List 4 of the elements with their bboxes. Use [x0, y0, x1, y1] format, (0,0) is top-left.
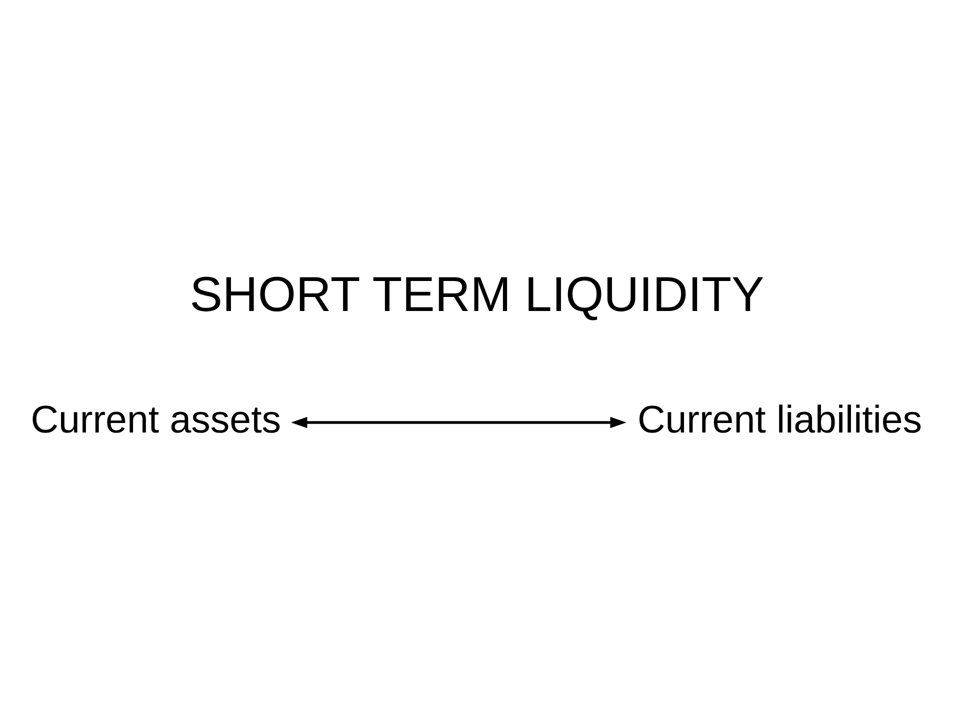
arrow	[291, 416, 626, 428]
node-text: Current liabilities	[637, 398, 922, 442]
node-text: Current assets	[30, 398, 282, 442]
diagram-title: SHORT TERM LIQUIDITY	[190, 268, 764, 322]
